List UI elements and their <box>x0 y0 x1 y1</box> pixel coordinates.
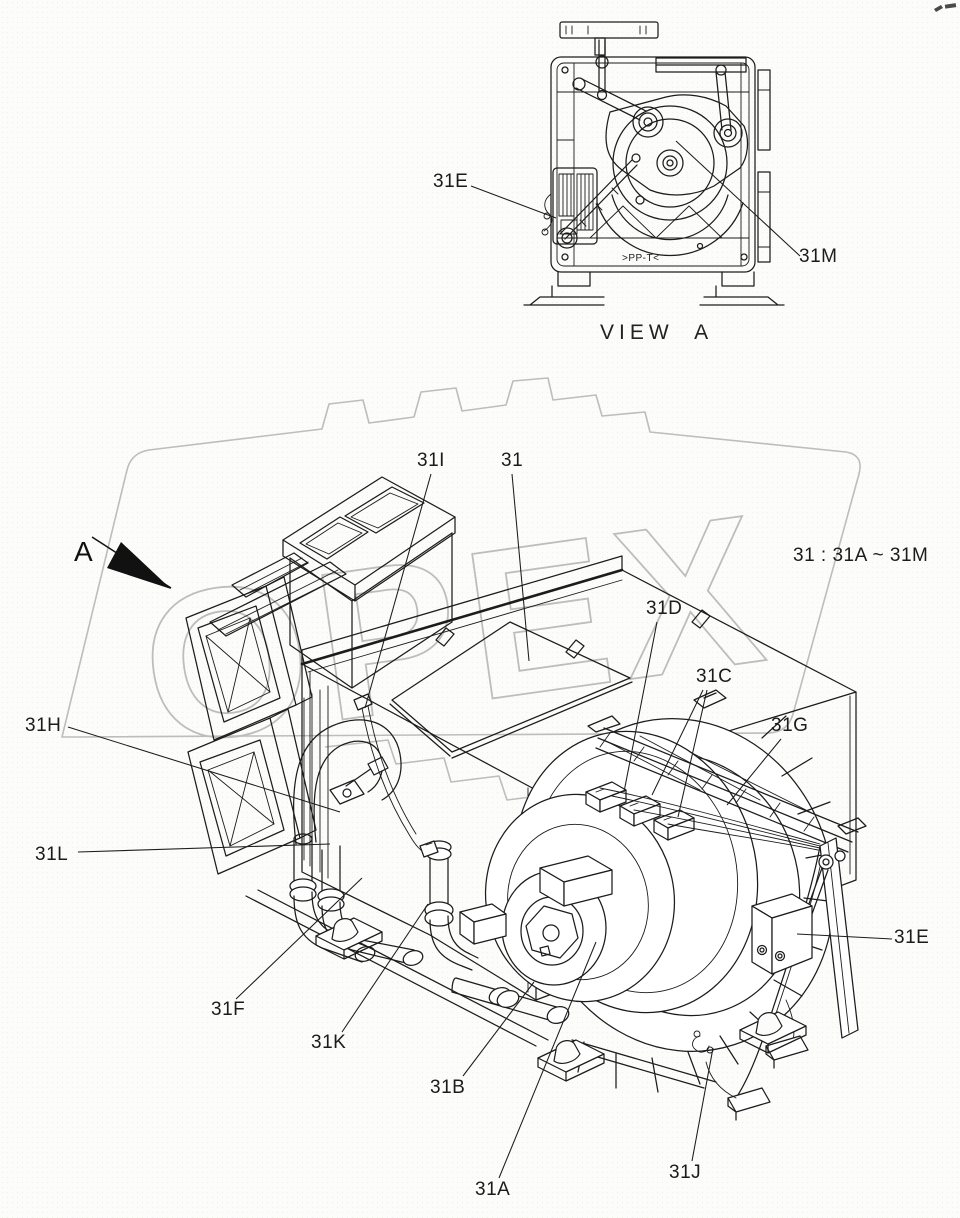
part-callout-31C: 31C <box>696 666 733 687</box>
base-and-brackets <box>245 889 807 1089</box>
part-callout-31A: 31A <box>475 1179 511 1200</box>
part-callout-31L: 31L <box>35 844 69 865</box>
part-callout-top-31E: 31E <box>433 171 469 192</box>
part-callout-31G: 31G <box>771 715 809 736</box>
leader-lines <box>67 140 893 1179</box>
resistor-box-assembly <box>751 837 859 1039</box>
corner-print-artifact <box>934 3 957 12</box>
u-bracket <box>537 1039 605 1082</box>
casting-stamp: >PP-T< <box>622 253 659 264</box>
blower-assembly <box>459 715 839 1093</box>
part-callout-31E: 31E <box>894 927 930 948</box>
view-direction-arrow <box>91 536 172 589</box>
resistor-part <box>541 167 598 245</box>
part-callout-31J: 31J <box>669 1162 702 1183</box>
view-direction-label: A <box>74 536 93 567</box>
heater-housing <box>300 555 857 1001</box>
valve-lever <box>329 779 365 805</box>
motor-terminal-block <box>539 855 613 907</box>
main-isometric-drawing <box>185 476 867 1121</box>
connector-blocks <box>585 781 695 841</box>
duct-chute-panels <box>209 552 347 637</box>
u-bracket <box>739 1011 807 1054</box>
part-callout-31F: 31F <box>211 999 246 1020</box>
part-callout-31K: 31K <box>311 1032 347 1053</box>
view-a-drawing: >PP-T< <box>523 21 785 306</box>
view-a-caption: VIEW A <box>600 321 714 344</box>
part-range-note: 31 : 31A ~ 31M <box>793 545 929 566</box>
part-callout-31D: 31D <box>646 598 683 619</box>
part-callout-31H: 31H <box>25 715 62 736</box>
sensor-cable <box>353 693 439 858</box>
part-callout-31: 31 <box>501 450 524 471</box>
part-callout-31I: 31I <box>417 450 445 471</box>
wiring-bundle <box>599 787 821 851</box>
duct-flange-stack <box>303 685 329 879</box>
square-duct-lower <box>187 708 317 875</box>
side-block <box>459 903 507 945</box>
part-callout-31B: 31B <box>430 1077 466 1098</box>
square-duct-upper <box>185 576 313 741</box>
u-bracket <box>315 917 383 960</box>
motor-hub <box>525 905 579 959</box>
part-callout-top-31M: 31M <box>799 246 838 267</box>
